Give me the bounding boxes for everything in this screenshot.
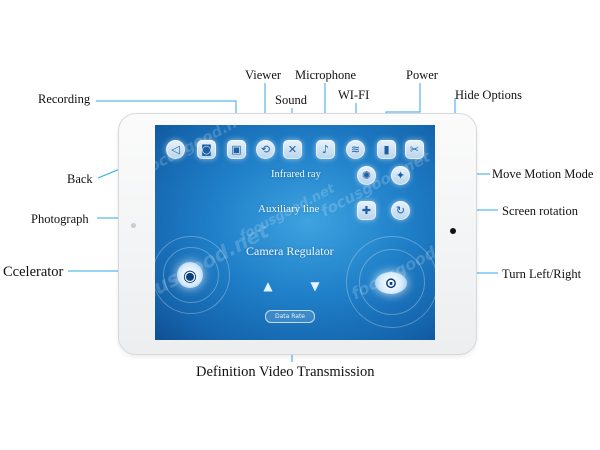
callout-definition-video-transmission: Definition Video Transmission	[196, 364, 375, 380]
callout-power: Power	[406, 68, 438, 82]
callout-back: Back	[67, 172, 93, 186]
photograph-icon[interactable]: ◙	[197, 140, 216, 159]
infrared-ray-label: Infrared ray	[271, 169, 321, 180]
turn-ring-outer	[346, 236, 438, 328]
callout-microphone: Microphone	[295, 68, 357, 82]
callout-screen-rotation: Screen rotation	[502, 204, 579, 218]
turn-ring-inner	[359, 249, 425, 315]
auxiliary-line-icon[interactable]: ✚	[357, 201, 376, 220]
camera-regulator-label: Camera Regulator	[246, 244, 334, 258]
accelerator-ring-outer	[152, 236, 230, 314]
accelerator-joystick-icon[interactable]: ◉	[177, 262, 203, 288]
viewer-icon[interactable]: ⟲	[256, 140, 275, 159]
move-motion-mode-icon[interactable]: ✦	[391, 166, 410, 185]
data-rate-button[interactable]: Data Rate	[265, 310, 315, 323]
callout-photograph: Photograph	[31, 212, 89, 226]
accelerator-ring-inner	[163, 247, 219, 303]
back-icon[interactable]: ◁	[166, 140, 185, 159]
tablet-camera-dot	[131, 223, 136, 228]
turn-joystick-icon[interactable]: ⊙	[375, 272, 407, 294]
auxiliary-line-label: Auxiliary line	[258, 203, 320, 215]
camera-up-icon[interactable]: ▲	[263, 279, 273, 293]
camera-down-icon[interactable]: ▼	[310, 279, 320, 293]
callout-hide-options: Hide Options	[455, 88, 523, 102]
callout-move-motion-mode: Move Motion Mode	[492, 167, 594, 181]
callout-sound: Sound	[275, 93, 307, 107]
microphone-icon[interactable]: ♪	[316, 140, 335, 159]
callout-viewer: Viewer	[245, 68, 282, 82]
callout-accelerator: Ccelerator	[3, 264, 64, 280]
callout-turn-left-right: Turn Left/Right	[502, 267, 582, 281]
callout-recording: Recording	[38, 92, 91, 106]
tablet-home-button	[450, 228, 456, 234]
wifi-icon[interactable]: ≋	[346, 140, 365, 159]
power-icon[interactable]: ▮	[377, 140, 396, 159]
sound-icon[interactable]: ✕	[283, 140, 302, 159]
callout-wifi: WI-FI	[338, 88, 370, 102]
infrared-ray-icon[interactable]: ✺	[357, 166, 376, 185]
hide-options-icon[interactable]: ✂	[405, 140, 424, 159]
recording-icon[interactable]: ▣	[227, 140, 246, 159]
screen-rotation-icon[interactable]: ↻	[391, 201, 410, 220]
